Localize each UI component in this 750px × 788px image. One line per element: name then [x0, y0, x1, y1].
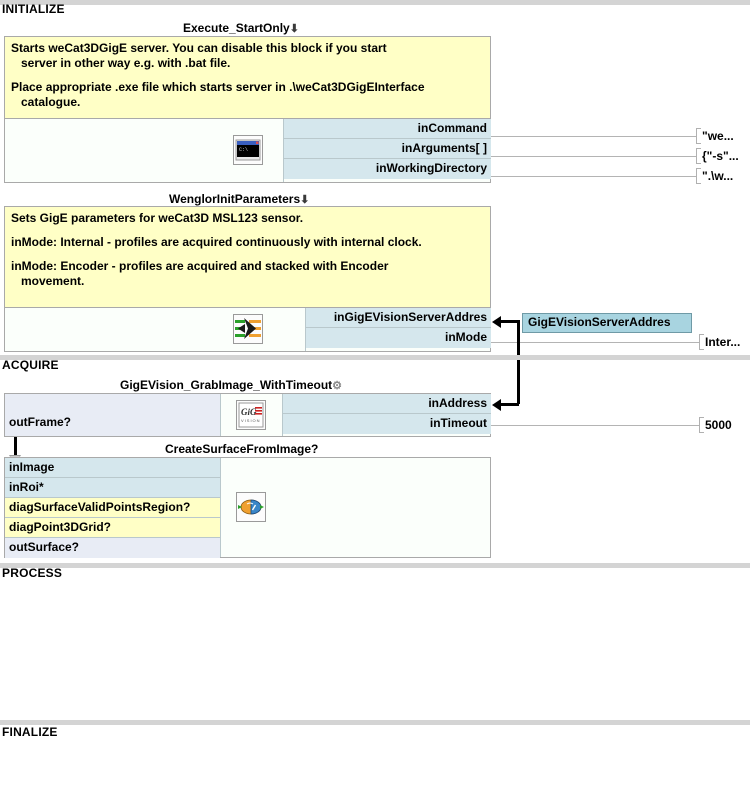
- comment-spacer: [11, 71, 484, 80]
- value-in-working-directory[interactable]: ".\w...: [702, 169, 734, 183]
- port-out-surface[interactable]: outSurface?: [5, 538, 220, 558]
- value-in-mode[interactable]: Inter...: [705, 335, 741, 349]
- section-divider-acquire: [0, 355, 750, 360]
- block-body-execute-startonly: C:\ inCommand inArguments[ ] inWorkingDi…: [5, 119, 491, 182]
- wire-in-command: [491, 136, 696, 137]
- section-divider-process: [0, 563, 750, 568]
- comment-line: Sets GigE parameters for weCat3D MSL123 …: [11, 211, 304, 225]
- port-in-mode[interactable]: inMode: [306, 328, 491, 348]
- comment-line: movement.: [21, 274, 85, 288]
- connector-arrow-wenglor-address: [492, 316, 501, 328]
- port-diag-surface-valid-points-region[interactable]: diagSurfaceValidPointsRegion?: [5, 498, 220, 518]
- port-in-image[interactable]: inImage: [5, 458, 220, 478]
- block-title-text: CreateSurfaceFromImage?: [165, 442, 319, 456]
- wire-in-timeout: [491, 425, 699, 426]
- input-ports-execute-startonly: inCommand inArguments[ ] inWorkingDirect…: [284, 119, 491, 179]
- comment-spacer: [11, 226, 484, 235]
- wire-in-mode: [491, 342, 699, 343]
- gear-icon[interactable]: ⚙: [332, 380, 343, 392]
- section-label-process: PROCESS: [2, 566, 63, 580]
- svg-text:VISION: VISION: [241, 418, 261, 423]
- block-comment-execute-startonly: Starts weCat3DGigE server. You can disab…: [5, 37, 490, 119]
- gige-vision-icon[interactable]: GiG VISION: [236, 400, 266, 430]
- port-in-gige-vision-server-address[interactable]: inGigEVisionServerAddres: [306, 308, 491, 328]
- port-in-roi[interactable]: inRoi*: [5, 478, 220, 498]
- block-title-create-surface-from-image[interactable]: CreateSurfaceFromImage?: [165, 442, 318, 456]
- block-body-wenglor-init-parameters: inGigEVisionServerAddres inMode: [5, 308, 491, 351]
- wire-in-working-directory: [491, 176, 696, 177]
- section-label-initialize: INITIALIZE: [2, 2, 65, 16]
- body-divider: [283, 119, 284, 182]
- block-title-text: Execute_StartOnly: [183, 21, 290, 35]
- block-body-gigevision-grabimage: outFrame? GiG VISION inAddress inTimeout: [5, 394, 491, 436]
- block-create-surface-from-image[interactable]: inImage inRoi* diagSurfaceValidPointsReg…: [4, 457, 491, 558]
- collapse-down-icon[interactable]: ⬇: [289, 23, 299, 35]
- ports-create-surface-from-image: inImage inRoi* diagSurfaceValidPointsReg…: [5, 458, 220, 558]
- console-window-icon[interactable]: C:\: [233, 135, 263, 165]
- block-title-execute-startonly[interactable]: Execute_StartOnly⬇: [183, 21, 299, 36]
- section-label-finalize: FINALIZE: [2, 725, 58, 739]
- block-title-gigevision-grabimage[interactable]: GigEVision_GrabImage_WithTimeout⚙: [120, 378, 342, 393]
- block-title-text: GigEVision_GrabImage_WithTimeout: [120, 378, 333, 392]
- comment-line: inMode: Encoder - profiles are acquired …: [11, 259, 389, 273]
- flow-arrow-icon[interactable]: [233, 314, 263, 344]
- port-in-working-directory[interactable]: inWorkingDirectory: [284, 159, 491, 179]
- comment-line: inMode: Internal - profiles are acquired…: [11, 235, 422, 249]
- svg-text:GiG: GiG: [241, 407, 257, 417]
- body-divider-right: [282, 394, 283, 436]
- block-comment-wenglor-init-parameters: Sets GigE parameters for weCat3D MSL123 …: [5, 207, 490, 308]
- input-ports-wenglor-init-parameters: inGigEVisionServerAddres inMode: [306, 308, 491, 348]
- value-stub-in-working-directory: [696, 168, 701, 184]
- collapse-down-icon[interactable]: ⬇: [300, 194, 310, 206]
- port-in-command[interactable]: inCommand: [284, 119, 491, 139]
- flow-arrow-icon-svg: [235, 318, 261, 339]
- value-in-command[interactable]: "we...: [702, 129, 734, 143]
- section-divider-initialize: [0, 0, 750, 5]
- comment-line: server in other way e.g. with .bat file.: [21, 56, 231, 70]
- block-wenglor-init-parameters[interactable]: Sets GigE parameters for weCat3D MSL123 …: [4, 206, 491, 352]
- body-divider: [305, 308, 306, 351]
- wire-global-branch-vertical: [517, 320, 520, 404]
- comment-line: catalogue.: [21, 95, 81, 109]
- value-in-arguments[interactable]: {"-s"...: [702, 149, 739, 163]
- block-title-text: WenglorInitParameters: [169, 192, 301, 206]
- section-label-acquire: ACQUIRE: [2, 358, 59, 372]
- comment-line: Starts weCat3DGigE server. You can disab…: [11, 41, 387, 55]
- block-title-wenglor-init-parameters[interactable]: WenglorInitParameters⬇: [169, 192, 309, 207]
- console-window-icon-svg: C:\: [235, 139, 261, 161]
- value-stub-in-arguments: [696, 148, 701, 164]
- port-in-arguments[interactable]: inArguments[ ]: [284, 139, 491, 159]
- port-out-frame[interactable]: outFrame?: [5, 394, 220, 436]
- block-gigevision-grabimage-withtimeout[interactable]: outFrame? GiG VISION inAddress inTimeout: [4, 393, 491, 437]
- wire-global-to-grabimage: [501, 403, 519, 406]
- body-divider-left: [220, 394, 221, 436]
- input-ports-gigevision-grabimage: inAddress inTimeout: [283, 394, 491, 434]
- block-body-create-surface-from-image: inImage inRoi* diagSurfaceValidPointsReg…: [5, 458, 490, 558]
- connector-arrow-grabimage-address: [492, 399, 501, 411]
- comment-line: Place appropriate .exe file which starts…: [11, 80, 425, 94]
- block-execute-startonly[interactable]: Starts weCat3DGigE server. You can disab…: [4, 36, 491, 183]
- wire-outframe-to-inimage: [14, 437, 17, 458]
- gige-vision-icon-svg: GiG VISION: [238, 402, 264, 428]
- port-diag-point3dgrid[interactable]: diagPoint3DGrid?: [5, 518, 220, 538]
- value-stub-in-mode: [699, 334, 704, 350]
- surface-from-image-icon[interactable]: [236, 492, 266, 522]
- svg-text:C:\: C:\: [239, 147, 248, 153]
- port-in-address[interactable]: inAddress: [283, 394, 491, 414]
- body-divider: [220, 458, 221, 557]
- global-label-gige-vision-server-address[interactable]: GigEVisionServerAddres: [522, 313, 692, 333]
- port-in-timeout[interactable]: inTimeout: [283, 414, 491, 434]
- section-divider-finalize: [0, 720, 750, 725]
- wire-global-to-wenglor: [501, 320, 519, 323]
- surface-from-image-icon-svg: [238, 499, 264, 515]
- wire-in-arguments: [491, 156, 696, 157]
- output-ports-gigevision-grabimage: outFrame?: [5, 394, 220, 436]
- value-stub-in-timeout: [699, 417, 704, 433]
- comment-spacer: [11, 250, 484, 259]
- value-in-timeout[interactable]: 5000: [705, 418, 732, 432]
- value-stub-in-command: [696, 128, 701, 144]
